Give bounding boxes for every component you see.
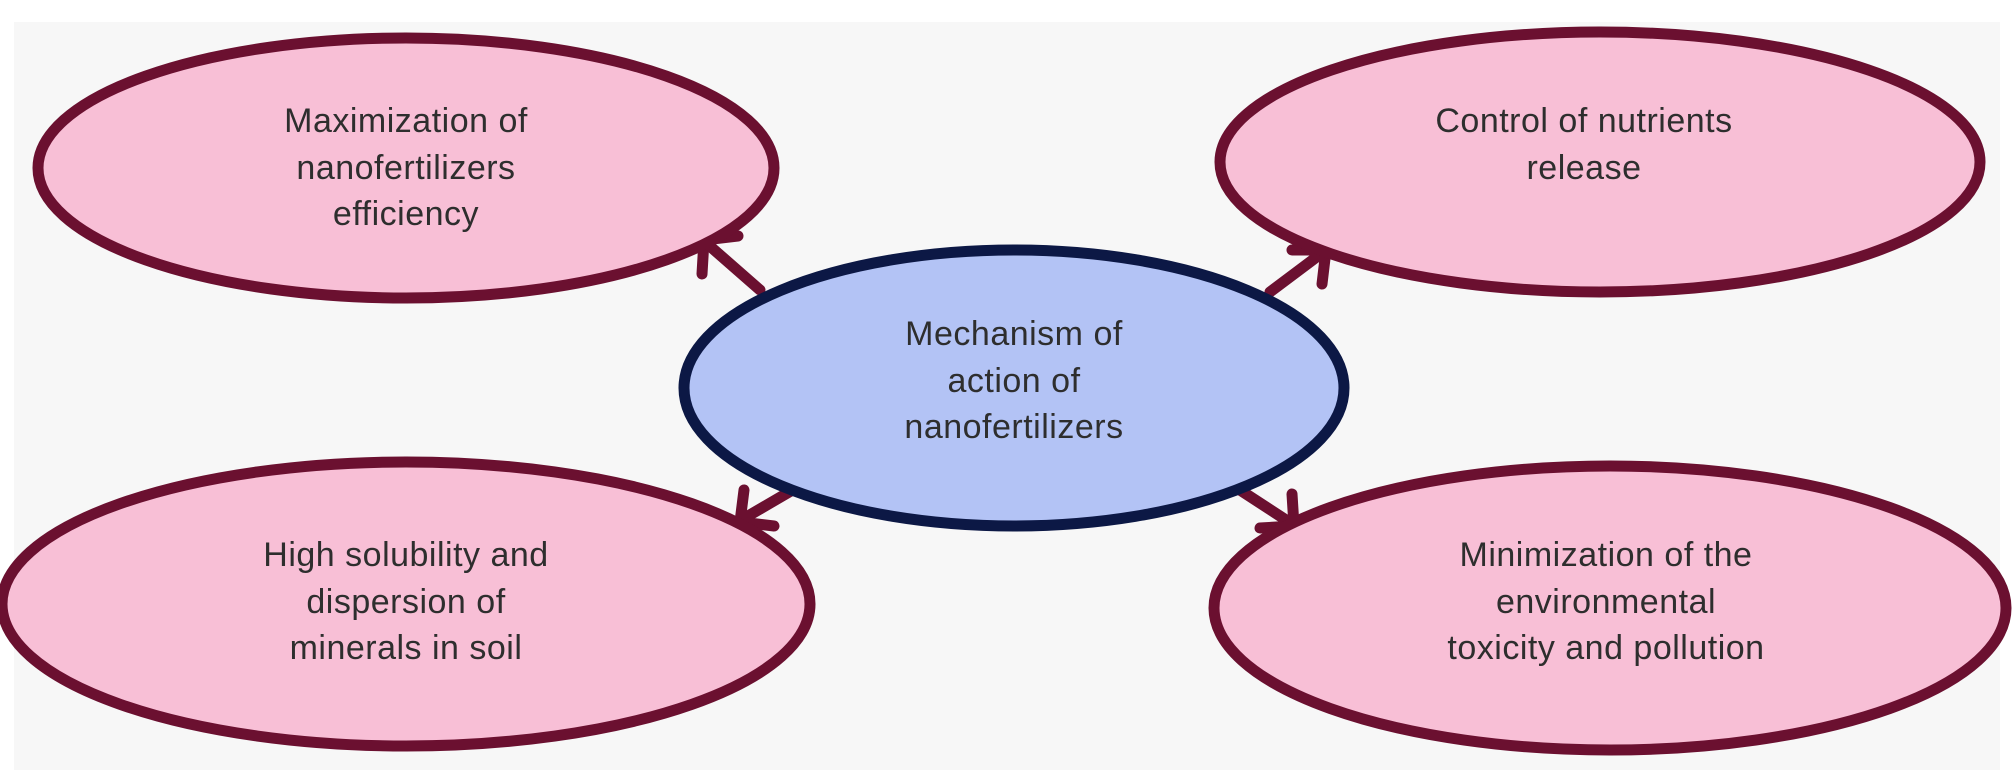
center-node-shape [678, 244, 1350, 532]
node-top-right-label: Control of nutrients release [1435, 102, 1733, 187]
node-top-left-label: Maximization of nanofertilizers efficien… [284, 101, 528, 234]
node-top-left-shape [32, 32, 780, 304]
node-bottom-right-label: Minimization of the environmental toxici… [1447, 535, 1765, 668]
node-top-right-shape [1214, 26, 1986, 298]
center-node-label: Mechanism of action of nanofertilizers [904, 314, 1124, 447]
arrow-to-top-right [1264, 244, 1332, 298]
node-bottom-left-label: High solubility and dispersion of minera… [263, 535, 549, 668]
node-bottom-right-shape [1208, 460, 2012, 756]
node-bottom-left-shape [0, 456, 816, 752]
